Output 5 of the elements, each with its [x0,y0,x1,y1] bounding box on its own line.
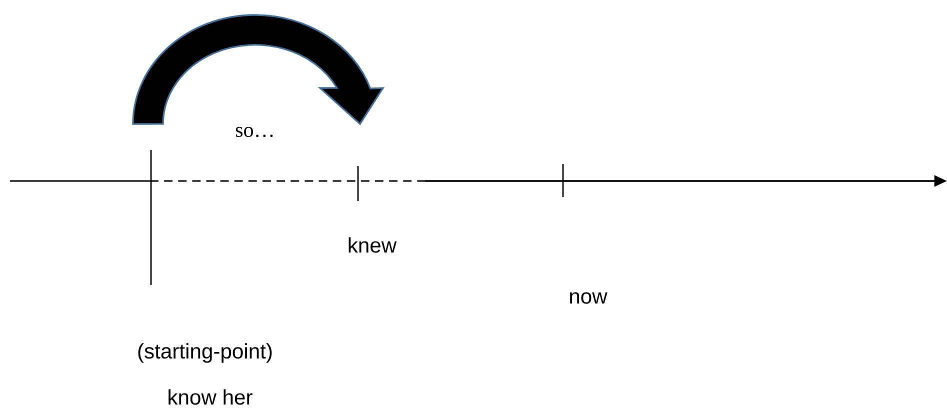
label: so… [236,126,273,138]
label: knew [348,237,397,253]
label: now [570,292,608,304]
label: know her [168,389,252,405]
label: (starting-point) [138,343,272,363]
